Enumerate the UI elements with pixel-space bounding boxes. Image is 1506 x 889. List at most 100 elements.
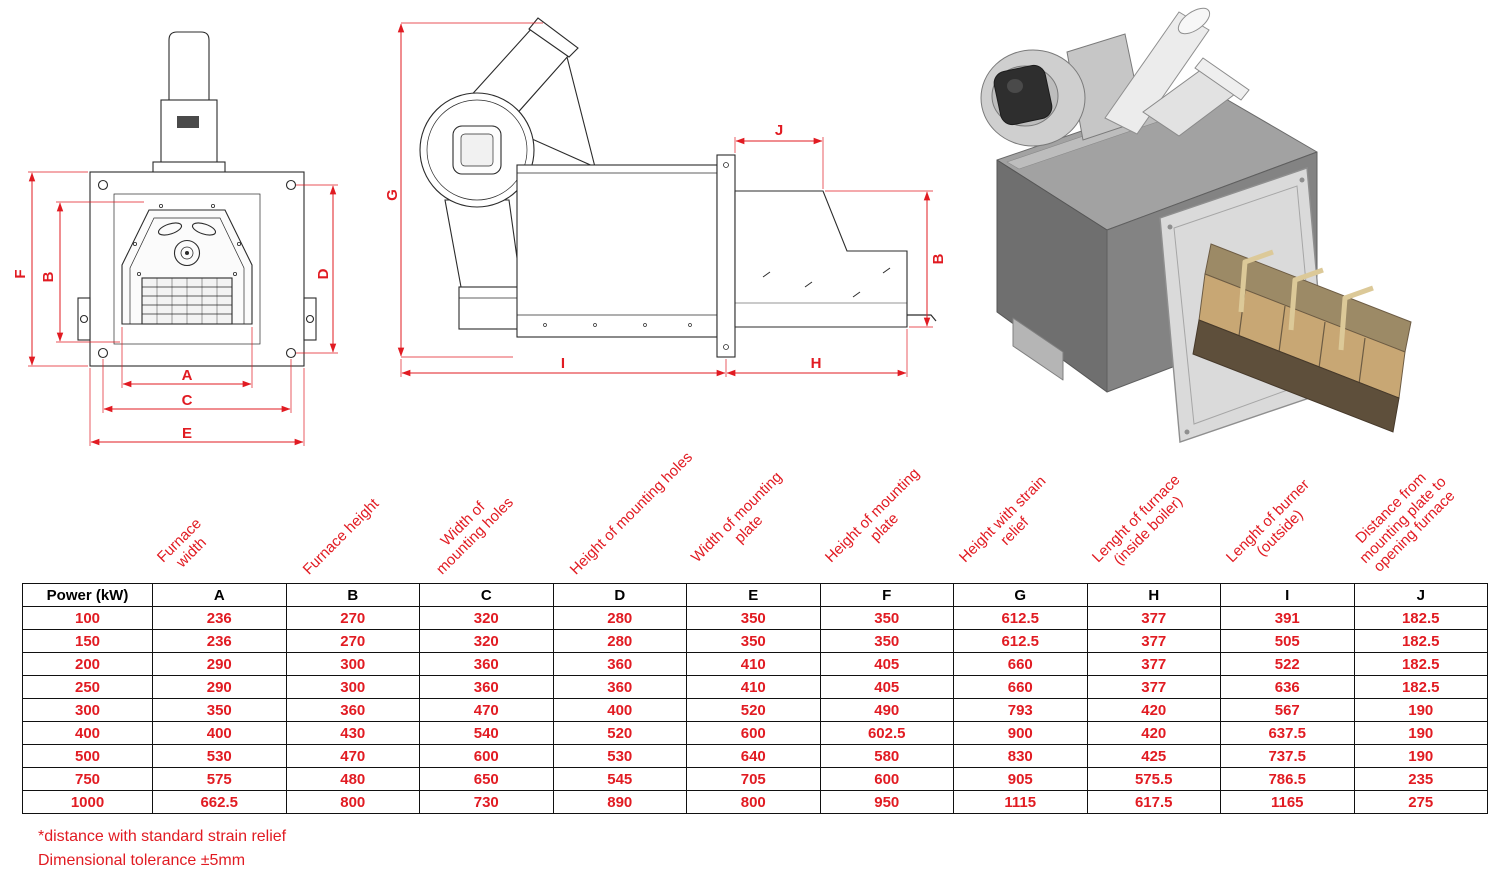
- dimension-value: 400: [152, 721, 287, 745]
- dimension-value: 612.5: [953, 606, 1088, 630]
- chute-flange: [528, 17, 579, 58]
- note-strain-relief: *distance with standard strain relief: [38, 828, 287, 845]
- dimension-value: 405: [819, 675, 954, 699]
- dimension-value: 350: [686, 629, 821, 653]
- mounting-hole: [97, 347, 109, 359]
- support-bracket: [1012, 317, 1064, 381]
- dimension-value: 905: [953, 767, 1088, 791]
- dimension-value: 470: [419, 698, 554, 722]
- dimension-value: 360: [285, 698, 420, 722]
- dimension-value: 275: [1353, 790, 1488, 814]
- column-header-B: B: [285, 583, 420, 607]
- power-value: 250: [22, 675, 153, 699]
- dimension-value: 530: [552, 744, 687, 768]
- dimension-value: 377: [1086, 606, 1221, 630]
- power-value: 500: [22, 744, 153, 768]
- igniter-cable: [907, 314, 937, 322]
- chimney-3d: [1104, 7, 1211, 135]
- column-header-E: E: [686, 583, 821, 607]
- column-header-J: J: [1353, 583, 1488, 607]
- side-view-dimension-labels: G J B I H: [385, 122, 947, 372]
- dim-label-F: F: [12, 269, 29, 278]
- dimension-value: 182.5: [1353, 675, 1488, 699]
- dimension-value: 391: [1220, 606, 1355, 630]
- dimension-value: 182.5: [1353, 629, 1488, 653]
- dimension-value: 580: [819, 744, 954, 768]
- dimension-value: 270: [285, 629, 420, 653]
- igniter: [173, 239, 201, 267]
- column-header-D: D: [552, 583, 687, 607]
- dimension-value: 405: [819, 652, 954, 676]
- dimension-value: 480: [285, 767, 420, 791]
- chute-3d: [1142, 57, 1250, 137]
- dimension-value: 505: [1220, 629, 1355, 653]
- dimension-value: 425: [1086, 744, 1221, 768]
- dimension-value: 540: [419, 721, 554, 745]
- arch-ribs: [1238, 249, 1374, 351]
- dimension-value: 280: [552, 629, 687, 653]
- dimension-value: 800: [686, 790, 821, 814]
- dimension-value: 270: [285, 606, 420, 630]
- side-view-dimension-lines: [397, 22, 933, 377]
- column-header-F: F: [819, 583, 954, 607]
- dimension-value: 705: [686, 767, 821, 791]
- dim-label-D: D: [315, 268, 332, 279]
- dim-label-G: G: [385, 189, 401, 201]
- fan-duct: [444, 199, 522, 288]
- dimension-value: 420: [1086, 698, 1221, 722]
- front-view-drawing: F B D A C E: [12, 31, 338, 446]
- dimension-value: 410: [686, 652, 821, 676]
- dimension-value: 350: [686, 606, 821, 630]
- nameplate: [177, 116, 199, 128]
- furnace-front-outline: [77, 31, 317, 367]
- dimension-value: 490: [819, 698, 954, 722]
- dimension-value: 360: [552, 675, 687, 699]
- dimension-value: 377: [1086, 629, 1221, 653]
- dimension-value: 737.5: [1220, 744, 1355, 768]
- dimension-value: 182.5: [1353, 652, 1488, 676]
- dimension-value: 236: [152, 606, 287, 630]
- dimension-value: 600: [686, 721, 821, 745]
- dimension-value: 520: [686, 698, 821, 722]
- dimension-value: 360: [419, 652, 554, 676]
- note-tolerance: Dimensional tolerance ±5mm: [38, 852, 246, 869]
- dimension-value: 793: [953, 698, 1088, 722]
- column-header-G: G: [953, 583, 1088, 607]
- dimension-value: 786.5: [1220, 767, 1355, 791]
- fan-inlet-3d: [993, 64, 1053, 126]
- dimension-value: 800: [285, 790, 420, 814]
- dimension-value: 420: [1086, 721, 1221, 745]
- dimension-value: 602.5: [819, 721, 954, 745]
- iso-view-drawing: [980, 7, 1412, 443]
- dimension-value: 290: [152, 675, 287, 699]
- dimension-value: 637.5: [1220, 721, 1355, 745]
- dimension-value: 1115: [953, 790, 1088, 814]
- dimension-value: 280: [552, 606, 687, 630]
- mounting-hole: [285, 179, 297, 191]
- dimension-value: 1165: [1220, 790, 1355, 814]
- power-value: 300: [22, 698, 153, 722]
- dimension-value: 300: [285, 652, 420, 676]
- dimension-value: 190: [1353, 698, 1488, 722]
- dimension-value: 410: [686, 675, 821, 699]
- dimension-value: 350: [819, 629, 954, 653]
- dimension-value: 640: [686, 744, 821, 768]
- dimension-value: 377: [1086, 675, 1221, 699]
- mounting-plate-side: [716, 154, 736, 358]
- chimney-tube: [168, 31, 210, 100]
- column-header-H: H: [1086, 583, 1221, 607]
- furnace-tube: [734, 190, 908, 328]
- power-value: 100: [22, 606, 153, 630]
